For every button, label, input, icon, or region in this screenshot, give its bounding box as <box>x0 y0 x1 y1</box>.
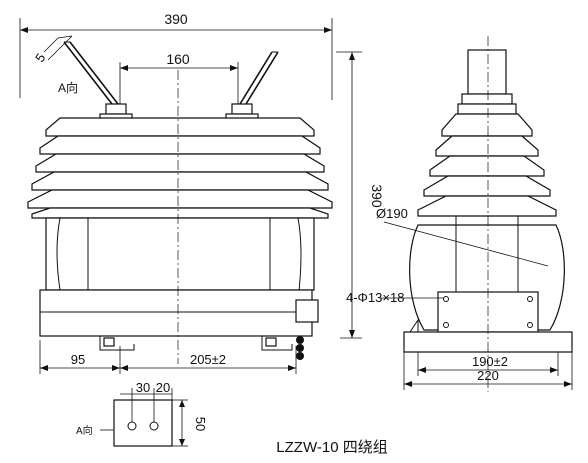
insulator-sheds-side <box>417 113 557 217</box>
insulator-sheds-front <box>27 117 333 219</box>
dim-terminal-offset: 5 <box>32 50 48 65</box>
direction-a-bottom: A向 <box>76 424 93 437</box>
terminal-detail-view <box>100 388 188 447</box>
dim-overall-height: 390 <box>369 184 385 208</box>
dim-terminal-spacing: 160 <box>166 51 190 67</box>
dim-overall-width: 390 <box>164 11 188 27</box>
dim-base-offset: 95 <box>71 352 85 367</box>
mount-feet-front <box>99 336 304 360</box>
left-terminal <box>43 35 133 120</box>
front-view <box>19 18 362 374</box>
direction-a-top: A向 <box>58 80 78 95</box>
dim-mount-spacing-side: 190±2 <box>472 354 508 369</box>
right-terminal <box>225 51 279 120</box>
side-terminal-post <box>457 49 517 115</box>
dim-insulator-diameter: Ø190 <box>376 206 408 221</box>
dim-terminal-hole-spacing: 30 <box>136 380 150 395</box>
dim-mount-spacing-front: 205±2 <box>190 352 226 367</box>
dim-base-width-side: 220 <box>477 368 499 383</box>
model-caption: LZZW-10 四绕组 <box>276 439 387 456</box>
base-plate-front <box>39 289 319 337</box>
side-view <box>380 36 573 392</box>
dim-terminal-edge: 20 <box>156 380 170 395</box>
dim-mount-holes: 4-Φ13×18 <box>346 290 404 305</box>
dim-terminal-height: 50 <box>193 417 208 431</box>
